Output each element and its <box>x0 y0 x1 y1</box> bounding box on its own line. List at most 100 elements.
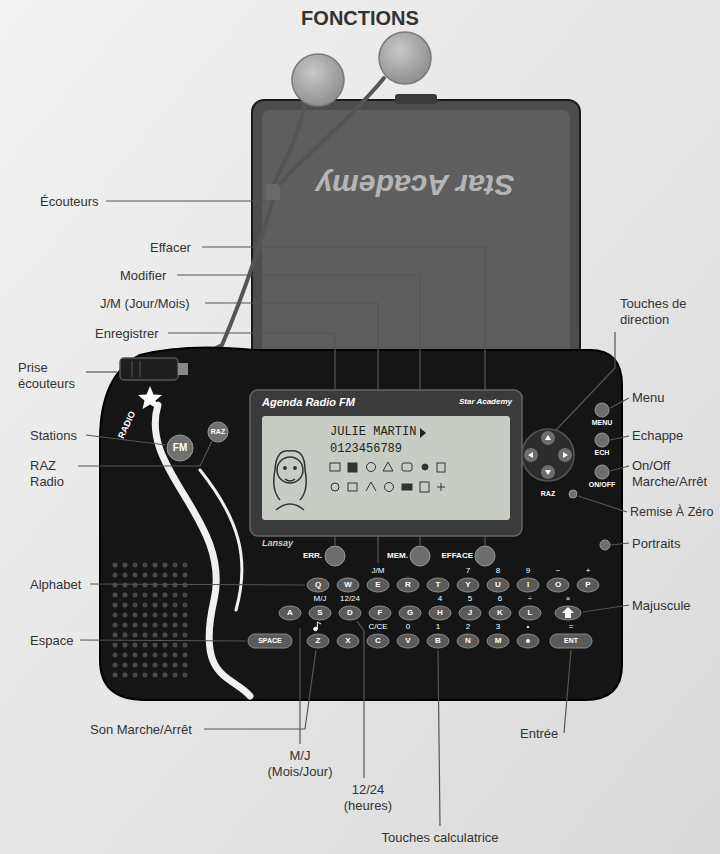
function-button <box>325 546 345 566</box>
callout-label: Effacer <box>150 240 191 256</box>
sound-note-icon <box>317 622 321 624</box>
side-button <box>569 490 577 498</box>
key-function-print: 9 <box>526 566 530 576</box>
keyboard-key <box>307 578 329 592</box>
function-button <box>410 546 430 566</box>
screen-icon <box>366 482 376 491</box>
leader-line <box>80 640 246 641</box>
direction-pad <box>528 435 568 475</box>
leader-line <box>556 332 615 430</box>
device-body <box>100 347 622 700</box>
earphone <box>292 54 344 106</box>
leader-line <box>610 436 629 440</box>
screen-text: 0123456789 <box>330 442 402 456</box>
keyboard-key <box>427 634 449 648</box>
speaker-grille <box>112 560 192 680</box>
keyboard-key <box>489 606 511 620</box>
direction-pad <box>522 429 574 481</box>
callout-label: Espace <box>30 633 73 649</box>
lid <box>252 100 580 375</box>
callout-label: Echappe <box>632 428 683 444</box>
callout-label: On/Off Marche/Arrêt <box>632 458 716 489</box>
key-function-print: 12/24 <box>340 594 360 604</box>
radio-button <box>208 422 228 442</box>
button-label: MENU <box>592 419 613 427</box>
earphone <box>379 32 431 84</box>
key-letter: Z <box>316 636 321 646</box>
key-letter: O <box>555 580 561 590</box>
button-label: ON/OFF <box>589 481 615 489</box>
screen-icon <box>330 462 445 492</box>
screen-icon <box>348 483 357 491</box>
key-function-print: 4 <box>438 594 442 604</box>
leader-line <box>204 650 316 729</box>
key-function-print: 5 <box>468 594 472 604</box>
portrait-face <box>276 504 304 510</box>
function-button <box>475 546 495 566</box>
button-label: ECH <box>595 449 610 457</box>
keyboard-key <box>339 606 361 620</box>
screen-logo: Star Academy <box>459 397 512 407</box>
screen-arrow <box>420 428 426 438</box>
keyboard-key <box>550 634 592 648</box>
keyboard-key <box>457 578 479 592</box>
key-function-print: 2 <box>466 622 470 632</box>
radio-button <box>167 435 193 461</box>
screen-icon <box>383 462 393 471</box>
keyboard-key <box>309 606 331 620</box>
leader-line <box>86 371 117 372</box>
screen-icon <box>437 463 445 472</box>
key-letter: A <box>287 608 293 618</box>
key-letter: L <box>528 608 533 618</box>
keyboard-key <box>367 634 389 648</box>
keyboard-key <box>399 606 421 620</box>
key-letter: D <box>347 608 353 618</box>
screen-icon <box>402 484 412 490</box>
keyboard-key <box>248 634 292 648</box>
key-function-print: 3 <box>496 622 500 632</box>
key-function-print: • <box>527 622 530 632</box>
lid-logo: Star Academy <box>316 167 515 203</box>
key-function-print: M/J <box>314 594 327 604</box>
lid <box>262 110 570 365</box>
button-label: MEM. <box>387 551 408 561</box>
portrait-face <box>277 457 303 483</box>
keyboard-key <box>487 578 509 592</box>
earphone-plug <box>140 361 141 377</box>
screen-icon <box>348 463 357 472</box>
key-letter: R <box>405 580 411 590</box>
key-letter: I <box>527 580 529 590</box>
sound-note-icon <box>314 627 318 631</box>
key-letter: Y <box>465 580 470 590</box>
screen-header: Agenda Radio FM <box>262 396 355 409</box>
keyboard-key <box>517 578 539 592</box>
key-letter: B <box>435 636 441 646</box>
radio-print: RADIO <box>116 410 138 441</box>
key-function-print: ÷ <box>528 594 532 604</box>
screen-icon <box>402 463 412 471</box>
keyboard-key <box>337 578 359 592</box>
brand-logo: Lansay <box>262 538 293 549</box>
screen-icon <box>367 463 376 472</box>
keyboard-key <box>459 606 481 620</box>
key-letter: H <box>437 608 443 618</box>
callout-label: J/M (Jour/Mois) <box>100 296 190 312</box>
key-letter: M <box>495 636 502 646</box>
keyboard-key <box>248 578 599 648</box>
key-letter: SPACE <box>258 637 282 645</box>
key-letter: T <box>436 580 441 590</box>
leader-line <box>611 543 629 545</box>
screen-icon <box>331 483 339 491</box>
key-function-print: 8 <box>496 566 500 576</box>
key-function-print: + <box>586 566 591 576</box>
key-function-print: 7 <box>466 566 470 576</box>
earphone-cord <box>182 200 273 366</box>
key-letter: Q <box>315 580 321 590</box>
key-letter: G <box>407 608 413 618</box>
callout-label: Enregistrer <box>95 326 159 342</box>
key-letter: S <box>317 608 322 618</box>
keyboard-key <box>369 606 391 620</box>
button-label: ERR. <box>303 551 322 561</box>
earphone-plug <box>120 358 178 380</box>
callout-label: Menu <box>632 390 665 406</box>
